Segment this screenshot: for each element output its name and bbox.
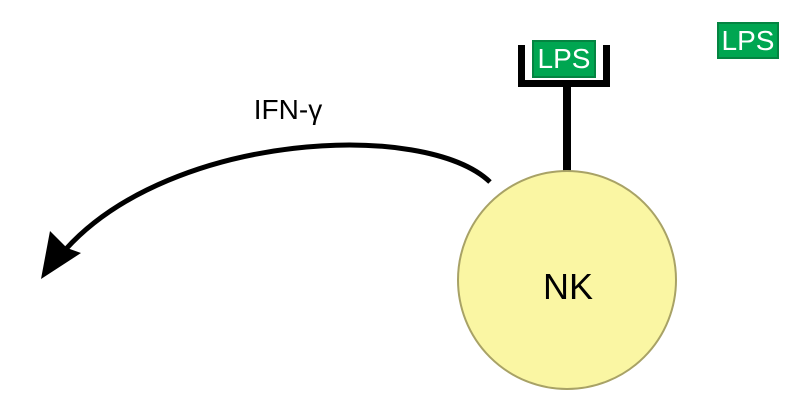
nk-cell-label: NK	[542, 266, 594, 307]
receptor-right-arm	[603, 45, 610, 87]
ifn-gamma-label: IFN-γ	[253, 94, 323, 125]
lps-ligand-bound: LPS	[532, 40, 596, 78]
receptor-left-arm	[518, 45, 525, 87]
lps-free-label: LPS	[721, 24, 775, 56]
receptor-stem	[563, 86, 571, 174]
receptor-base	[518, 80, 610, 87]
arrowhead-icon	[41, 231, 81, 279]
nk-cell	[457, 170, 677, 390]
lps-bound-label: LPS	[537, 43, 591, 74]
lps-ligand-free: LPS	[717, 22, 779, 59]
arrow-curve	[64, 142, 492, 251]
